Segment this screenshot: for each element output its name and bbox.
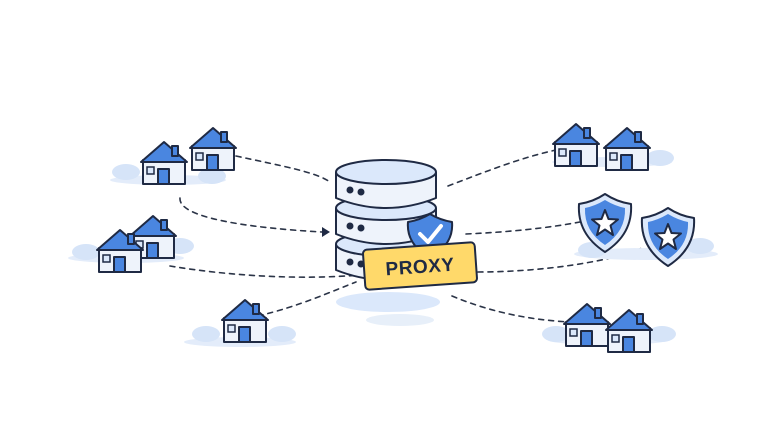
house-icon (140, 141, 188, 185)
proxy-server: PROXY (335, 159, 478, 326)
left-node-top (110, 127, 237, 185)
connection-right-top (447, 149, 557, 187)
right-node-bottom (542, 303, 676, 353)
house-icon (221, 299, 269, 343)
connection-right-bottom (451, 295, 571, 323)
house-icon (552, 123, 600, 167)
house-icon (603, 127, 651, 171)
connection-left-top (235, 155, 331, 183)
house-icon (189, 127, 237, 171)
connection-left-arrow (179, 197, 323, 233)
proxy-label-text: PROXY (385, 255, 455, 281)
right-node-top (552, 123, 674, 171)
left-node-bottom (184, 299, 296, 347)
connection-left-bottom (257, 281, 357, 317)
house-icon (563, 303, 611, 347)
connection-left-middle (169, 265, 361, 278)
connection-right-middle-upper (465, 221, 581, 235)
arrowhead-icon (322, 227, 330, 237)
left-node-middle (68, 215, 194, 273)
proxy-label: PROXY (362, 241, 478, 291)
right-node-shields (574, 193, 718, 267)
house-icon (605, 309, 653, 353)
